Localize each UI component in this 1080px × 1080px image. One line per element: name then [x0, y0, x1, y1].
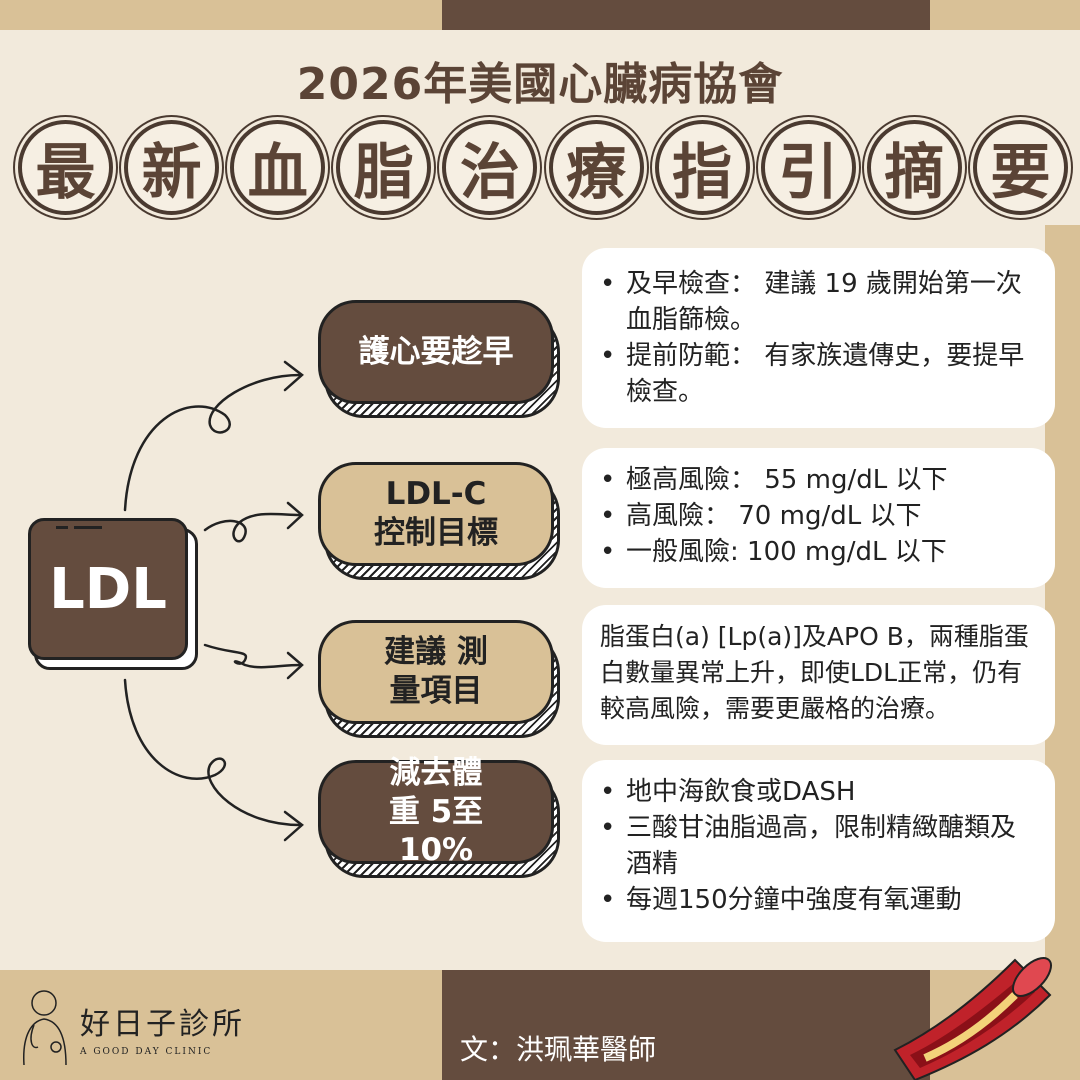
doctor-illustration-icon [23, 990, 67, 1065]
arrowhead-2 [286, 501, 304, 530]
title-char: 療 [548, 120, 644, 215]
list-item: 提前防範： 有家族遺傳史，要提早檢查。 [600, 338, 1037, 410]
page-title: 最 新 血 脂 治 療 指 引 摘 要 [18, 120, 1068, 215]
card-weight-loss: 地中海飲食或DASH 三酸甘油脂過高，限制精緻醣類及酒精 每週150分鐘中強度有… [582, 760, 1055, 942]
card-text: 脂蛋白(a) [Lp(a)]及APO B，兩種脂蛋白數量異常上升，即使LDL正常… [600, 622, 1029, 723]
title-char: 脂 [336, 120, 432, 215]
clinic-logo: 好日子診所 A GOOD DAY CLINIC [14, 985, 245, 1065]
arrow-4 [123, 678, 302, 827]
ldl-label: LDL [49, 556, 167, 622]
title-char: 摘 [866, 120, 962, 215]
author-credit: 文：洪珮華醫師 [460, 1033, 657, 1066]
top-bar [442, 0, 930, 30]
list-item: 每週150分鐘中強度有氧運動 [600, 882, 1037, 918]
arrowhead-4 [283, 810, 304, 842]
artery-illustration-icon [893, 957, 1052, 1080]
card-measurement: 脂蛋白(a) [Lp(a)]及APO B，兩種脂蛋白數量異常上升，即使LDL正常… [582, 605, 1055, 745]
footer-author-bar: 文：洪珮華醫師 [442, 970, 930, 1080]
arrowhead-1 [283, 360, 304, 392]
list-item: 三酸甘油脂過高，限制精緻醣類及酒精 [600, 810, 1037, 882]
list-item: 一般風險: 100 mg/dL 以下 [600, 534, 1037, 570]
title-char: 指 [654, 120, 750, 215]
title-char: 新 [124, 120, 220, 215]
arrow-3 [203, 643, 302, 669]
arrow-2 [203, 512, 302, 543]
topic-weight-loss: 減去體重 5至10% [318, 755, 562, 878]
list-item: 極高風險： 55 mg/dL 以下 [600, 462, 1037, 498]
topic-measurement: 建議 測量項目 [318, 620, 562, 738]
title-char: 治 [442, 120, 538, 215]
title-char: 最 [18, 120, 113, 215]
arrowhead-3 [286, 651, 304, 680]
title-char: 要 [972, 120, 1068, 215]
clinic-english-name: A GOOD DAY CLINIC [80, 1047, 213, 1057]
ldl-box: LDL [28, 518, 198, 670]
arrow-1 [123, 373, 302, 512]
list-item: 地中海飲食或DASH [600, 774, 1037, 810]
card-ldl-target: 極高風險： 55 mg/dL 以下 高風險： 70 mg/dL 以下 一般風險:… [582, 448, 1055, 588]
topic-early-check: 護心要趁早 [318, 300, 562, 418]
title-char: 引 [760, 120, 856, 215]
subtitle: 2026年美國心臟病協會 [296, 59, 784, 110]
list-item: 高風險： 70 mg/dL 以下 [600, 498, 1037, 534]
topic-ldl-target: LDL-C 控制目標 [318, 462, 562, 580]
card-early-check: 及早檢查： 建議 19 歲開始第一次血脂篩檢。 提前防範： 有家族遺傳史，要提早… [582, 248, 1055, 428]
clinic-name: 好日子診所 [80, 1007, 245, 1042]
list-item: 及早檢查： 建議 19 歲開始第一次血脂篩檢。 [600, 266, 1037, 338]
title-char: 血 [230, 120, 326, 215]
